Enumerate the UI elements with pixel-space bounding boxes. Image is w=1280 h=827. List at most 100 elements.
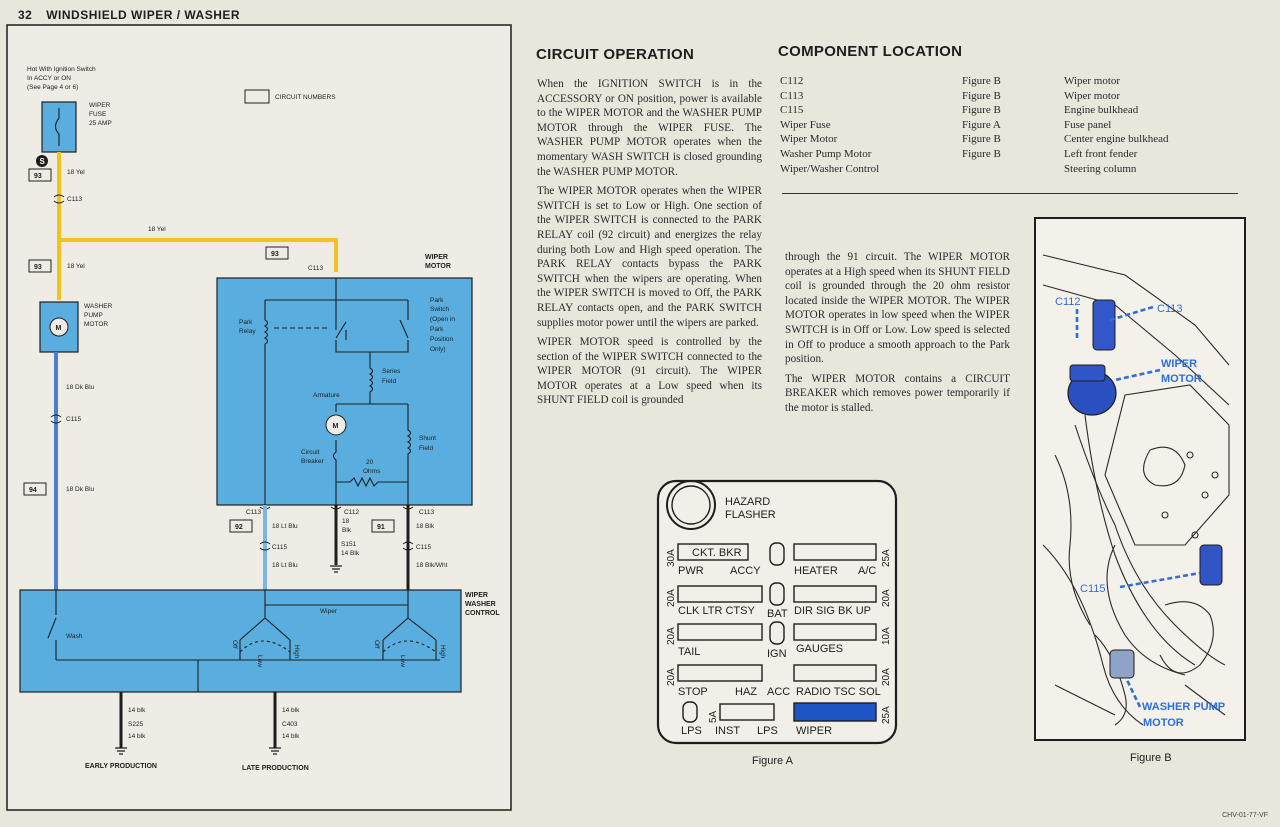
fuse-slot-dir <box>793 585 877 603</box>
section-divider <box>782 193 1238 194</box>
wiper-word: Wiper <box>320 608 338 615</box>
high-word-2: High <box>439 645 446 659</box>
c112-label: C112 <box>344 509 359 516</box>
wire-18-motor: 18 <box>342 518 350 525</box>
circuit-93-box-2 <box>265 246 289 260</box>
flasher-inner-ring <box>671 485 711 525</box>
label-accy: ACCY <box>730 565 761 577</box>
c113-label-3: C113 <box>419 509 434 516</box>
component-cell: Washer Pump Motor <box>780 147 872 160</box>
label-radio: RADIO TSC SOL <box>796 686 881 698</box>
component-location-title: COMPONENT LOCATION <box>778 43 963 60</box>
washer-pump-label3: MOTOR <box>84 321 108 328</box>
shunt-field-label1: Shunt <box>419 435 436 442</box>
park-relay-label2: Relay <box>239 328 256 335</box>
page-header: 32 WINDSHIELD WIPER / WASHER <box>18 8 240 22</box>
series-field-label2: Field <box>382 378 396 385</box>
hot-note-line3: (See Page 4 or 6) <box>27 84 78 91</box>
label-lps-2: LPS <box>757 725 778 737</box>
c115-label-1: C115 <box>66 416 81 423</box>
figure-b-label-wiper: WIPER <box>1161 358 1197 370</box>
legend-box <box>244 89 270 104</box>
location-cell: Left front fender <box>1064 147 1138 160</box>
component-cell: Wiper Motor <box>780 133 838 146</box>
location-cell: Engine bulkhead <box>1064 104 1139 117</box>
wiper-armature-symbol <box>325 414 347 436</box>
figure-b-label-c113: C113 <box>1157 303 1182 315</box>
off-word-2: Off <box>373 640 380 649</box>
park-switch-label5: Position <box>430 336 454 343</box>
c113-label-motor: C113 <box>308 265 323 272</box>
fuse-slot-ckt-bkr <box>677 543 749 561</box>
c115-connectors <box>259 541 414 551</box>
table-row: Wiper/Washer Control Steering column <box>780 162 1168 177</box>
amp-30a: 30A <box>666 549 677 567</box>
label-wiper: WIPER <box>796 725 832 737</box>
c403-label: C403 <box>282 721 298 728</box>
wire-18yel-1: 18 Yel <box>67 169 85 176</box>
circuit-92-box <box>229 519 253 533</box>
wire-18dkblu-2: 18 Dk Blu <box>66 486 95 493</box>
wire-14blk-early-2: 14 blk <box>128 733 146 740</box>
label-heater: HEATER <box>794 565 838 577</box>
flasher-outer-ring <box>666 480 716 530</box>
figure-b-label-washer-motor: MOTOR <box>1143 717 1184 729</box>
amp-25a-1: 25A <box>881 549 892 567</box>
circuit-93-text-3: 93 <box>34 264 42 271</box>
location-cell: Fuse panel <box>1064 118 1112 131</box>
washer-pump-label2: PUMP <box>84 312 103 319</box>
fuse-slot-radio <box>793 664 877 682</box>
circuit-op-paragraph-3: WIPER MOTOR speed is controlled by the s… <box>537 336 762 407</box>
washer-motor-symbol <box>49 317 69 337</box>
park-switch-label4: Park <box>430 326 444 333</box>
label-dir: DIR SIG BK UP <box>794 605 871 617</box>
label-pwr: PWR <box>678 565 704 577</box>
location-cell: Center engine bulkhead <box>1064 133 1169 146</box>
circuit-93-text: 93 <box>34 173 42 180</box>
figure-cell: Figure B <box>962 89 1001 102</box>
c113-label-1: C113 <box>67 196 82 203</box>
fuse-slot-heater <box>793 543 877 561</box>
c115-label-3: C115 <box>416 544 431 551</box>
wire-18dkblu-1: 18 Dk Blu <box>66 384 95 391</box>
fuse-slot-stop <box>677 664 763 682</box>
series-field-label1: Series <box>382 368 401 375</box>
circuit-breaker-label2: Breaker <box>301 458 325 465</box>
amp-5a: 5A <box>708 710 719 723</box>
figure-a-caption: Figure A <box>752 755 794 767</box>
hot-note-line2: In ACCY or ON <box>27 75 71 82</box>
park-relay-label1: Park <box>239 319 253 326</box>
figure-cell: Figure A <box>962 118 1001 131</box>
circuit-91-box <box>371 519 395 533</box>
location-cell: Steering column <box>1064 162 1137 175</box>
shunt-field-label2: Field <box>419 445 433 452</box>
fuse-clip-2 <box>769 582 785 606</box>
fuse-slot-tail <box>677 623 763 641</box>
figure-b-callouts <box>1075 305 1201 708</box>
label-bat: BAT <box>767 608 788 620</box>
early-production-label: EARLY PRODUCTION <box>85 763 157 770</box>
wiper-motor-label1: WIPER <box>425 254 448 261</box>
figure-b-label-c112: C112 <box>1055 296 1080 308</box>
figure-b-frame <box>1034 217 1246 741</box>
engine-bay-linework <box>1042 254 1230 726</box>
circuit-92-text: 92 <box>235 524 243 531</box>
figure-b-engine-bay: C112 C113 WIPER MOTOR C115 WASHER PUMP M… <box>1034 217 1246 764</box>
figure-cell <box>962 162 1064 177</box>
location-cell: Wiper motor <box>1064 89 1121 102</box>
label-acc: ACC <box>767 686 790 698</box>
amp-20a-5: 20A <box>881 668 892 686</box>
yellow-wire <box>57 152 338 272</box>
wire-18blkwht: 18 Blk/Wht <box>416 562 448 569</box>
figure-b-label-motor: MOTOR <box>1161 373 1202 385</box>
amp-20a-2: 20A <box>881 589 892 607</box>
ground-symbol-1 <box>330 565 342 573</box>
wiper-motor-label2: MOTOR <box>425 263 451 270</box>
s225-label: S225 <box>128 721 144 728</box>
circuit-operation-left: When the IGNITION SWITCH is in the ACCES… <box>537 77 762 413</box>
component-cell: Wiper/Washer Control <box>780 162 880 175</box>
circuit-operation-title: CIRCUIT OPERATION <box>536 46 695 63</box>
wash-word: Wash <box>66 633 83 640</box>
